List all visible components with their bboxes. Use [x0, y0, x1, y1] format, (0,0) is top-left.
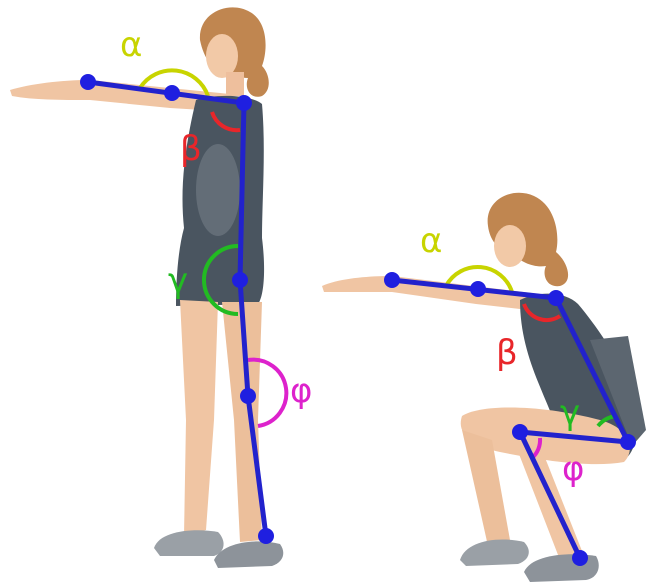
standing-gamma-label: γ — [168, 261, 188, 301]
squatting-left-shoe — [460, 539, 529, 566]
squatting-alpha-label: α — [420, 221, 442, 261]
squatting-shoulder-joint — [548, 290, 564, 306]
squatting-face — [494, 225, 526, 267]
squatting-phi-label: φ — [562, 449, 584, 489]
squatting-knee-joint — [512, 424, 528, 440]
standing-phi-label: φ — [290, 371, 312, 411]
standing-neck — [226, 72, 244, 96]
standing-alpha-label: α — [120, 25, 142, 65]
standing-hip-joint — [232, 272, 248, 288]
standing-torso-highlight — [196, 144, 240, 236]
squatting-hip-joint — [620, 434, 636, 450]
standing-face — [206, 34, 238, 78]
standing-ankle-joint — [258, 528, 274, 544]
standing-beta-label: β — [180, 129, 202, 169]
standing-figure: α β γ φ — [10, 7, 312, 568]
squatting-figure: α β γ φ — [322, 193, 646, 582]
squatting-elbow-joint — [470, 281, 486, 297]
squatting-beta-label: β — [496, 333, 518, 373]
squatting-gamma-label: γ — [560, 393, 580, 433]
standing-left-shoe — [154, 530, 224, 556]
standing-left-leg — [180, 300, 218, 536]
standing-wrist-joint — [80, 74, 96, 90]
standing-shoulder-joint — [236, 95, 252, 111]
standing-right-shoe — [214, 541, 283, 568]
standing-elbow-joint — [164, 85, 180, 101]
standing-knee-joint — [240, 388, 256, 404]
squatting-ankle-joint — [572, 550, 588, 566]
squatting-wrist-joint — [384, 272, 400, 288]
